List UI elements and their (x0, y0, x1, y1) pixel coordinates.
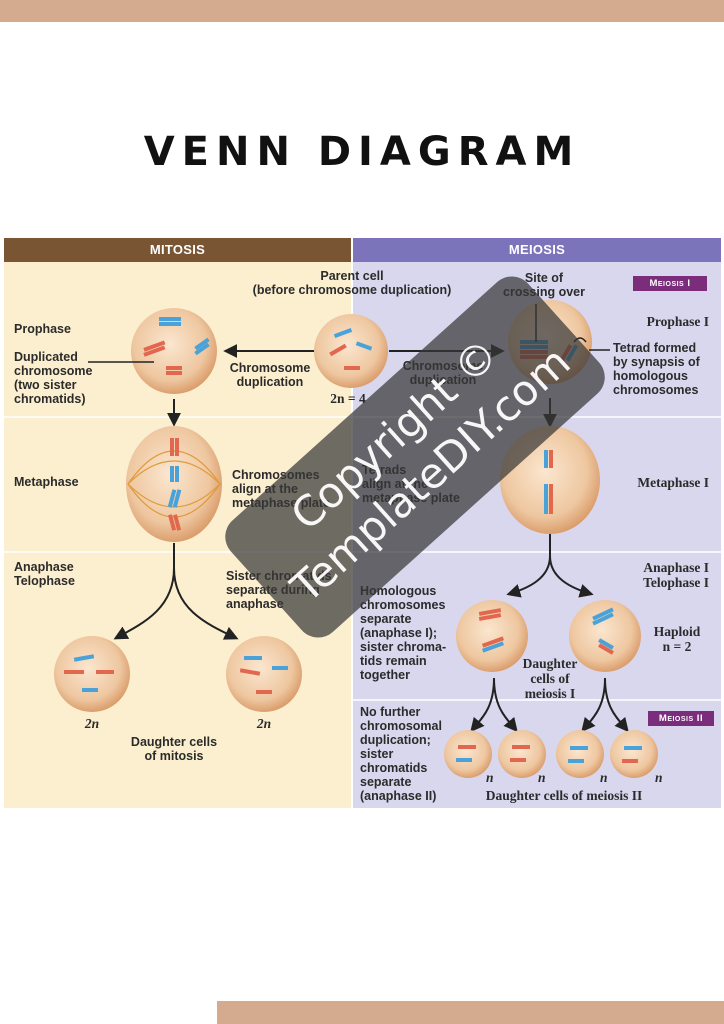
meiosis2-n-label: n (600, 770, 608, 785)
mitosis-prophase-label: Prophase (14, 322, 71, 336)
mitosis-anaphase-telophase-label: Anaphase Telophase (14, 560, 75, 588)
daughter-cells-of-mitosis-label: Daughter cells of mitosis (130, 735, 218, 763)
top-decor-band (0, 0, 724, 22)
mitosis-header: MITOSIS (149, 242, 206, 257)
meiosis2-n-label: n (655, 770, 663, 785)
daughter-cells-meiosis1-label: Daughter cells of meiosis I (522, 656, 578, 701)
chromosome-duplication-left-label: Chromosome duplication (229, 361, 311, 389)
mitosis-daughter-cell-left (54, 636, 130, 712)
mitosis-metaphase-cell (126, 426, 222, 542)
bottom-decor-band (217, 1001, 724, 1024)
sister-chromatids-separate-label: Sister chromatids separate during anapha… (226, 569, 332, 611)
anaphase1-telophase1-label: Anaphase I Telophase I (643, 560, 709, 590)
mitosis-header-bar (4, 238, 351, 262)
arrow-meiosis2-b (493, 677, 518, 733)
meiosis-header-bar (353, 238, 721, 262)
tetrads-align-label: Tetrads align at the metaphase plate (362, 463, 460, 505)
meiosis2-daughter-cell-4 (610, 730, 658, 778)
meiosis-metaphase1-cell (500, 426, 600, 534)
mitosis-metaphase-label: Metaphase (14, 475, 79, 489)
meiosis-header: MEIOSIS (508, 242, 566, 257)
chromosomes-align-label: Chromosomes align at the metaphase plate (232, 468, 330, 510)
meiosis2-tag: Meiosis II (648, 711, 714, 726)
meiosis2-daughter-cell-3 (556, 730, 604, 778)
prophase1-label: Prophase I (646, 314, 709, 329)
mitosis-daughter-left-ploidy: 2n (84, 716, 100, 731)
no-further-duplication-label: No further chromosomal duplication; sist… (360, 705, 442, 803)
mitosis-daughter-cell-right (226, 636, 302, 712)
meiosis2-n-label: n (538, 770, 546, 785)
mitosis-prophase-cell (131, 308, 217, 394)
meiosis1-tag: Meiosis I (633, 276, 707, 291)
meiosis2-n-label: n (486, 770, 494, 785)
page-title: VENN DIAGRAM (143, 128, 581, 175)
chromosome-duplication-right-label: Chromosome duplication (402, 359, 484, 387)
parent-cell-label: Parent cell (before chromosome duplicati… (252, 269, 452, 297)
daughter-cells-meiosis2-label: Daughter cells of meiosis II (485, 788, 643, 803)
homologous-chromosomes-separate-label: Homologous chromosomes separate (anaphas… (360, 584, 447, 682)
metaphase1-label: Metaphase I (637, 475, 709, 490)
site-of-crossing-over-label: Site of crossing over (503, 271, 585, 299)
duplicated-chromosome-label: Duplicated chromosome (two sister chroma… (14, 350, 93, 406)
meiosis2-daughter-cell-2 (498, 730, 546, 778)
parent-cell (314, 314, 388, 388)
meiosis2-daughter-cell-1 (444, 730, 492, 778)
tetrad-formed-label: Tetrad formed by synapsis of homologous … (613, 341, 700, 397)
arrow-meiosis2-d (604, 677, 629, 733)
meiosis-prophase1-cell (508, 300, 592, 384)
haploid-label: Haploid n = 2 (653, 624, 701, 654)
mitosis-daughter-right-ploidy: 2n (256, 716, 272, 731)
mitosis-meiosis-figure: MITOSIS MEIOSIS Meiosis I Meiosis II Par… (4, 238, 721, 808)
ploidy-label: 2n = 4 (330, 391, 366, 406)
